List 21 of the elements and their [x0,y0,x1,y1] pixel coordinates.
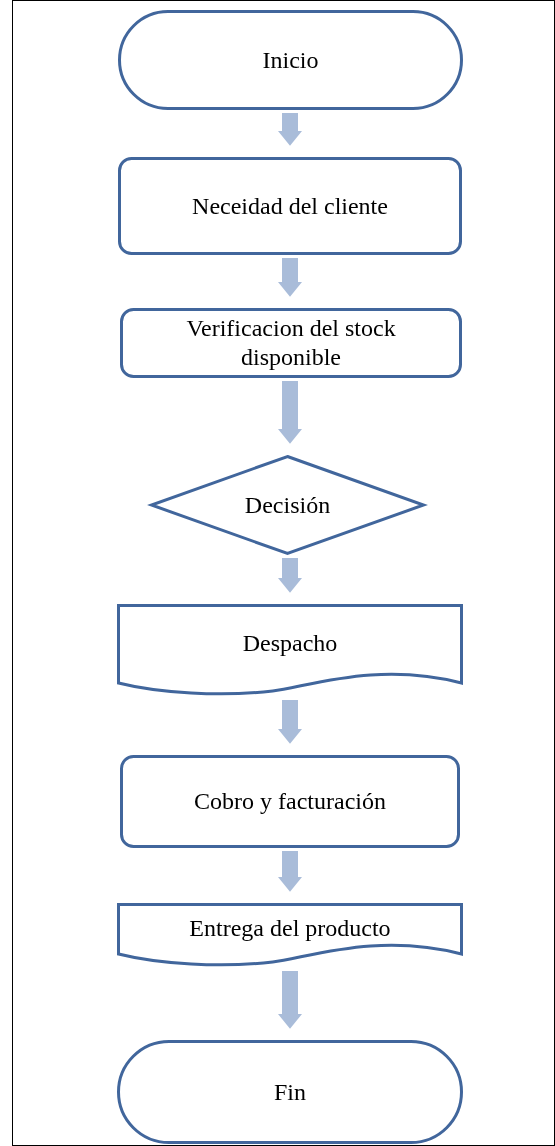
arrow [278,258,302,297]
node-label: Neceidad del cliente [192,191,388,221]
arrow [278,113,302,146]
node-label: Inicio [262,45,319,75]
arrow [278,558,302,593]
node-label: Entrega del producto [189,914,391,943]
process-box [120,755,460,848]
decision-diamond [150,455,425,555]
arrow [278,971,302,1029]
document-shape [117,604,463,697]
arrow [278,700,302,744]
arrow [278,381,302,444]
node-label: Cobro y facturación [194,787,386,816]
node-label: Despacho [242,629,338,658]
document-shape [117,903,463,968]
node-label: Verificacion del stock disponible [185,314,397,372]
node-label: Decisión [244,490,331,520]
node-label: Fin [274,1077,306,1107]
process-box [118,157,462,255]
process-box [120,308,462,378]
arrow [278,851,302,892]
